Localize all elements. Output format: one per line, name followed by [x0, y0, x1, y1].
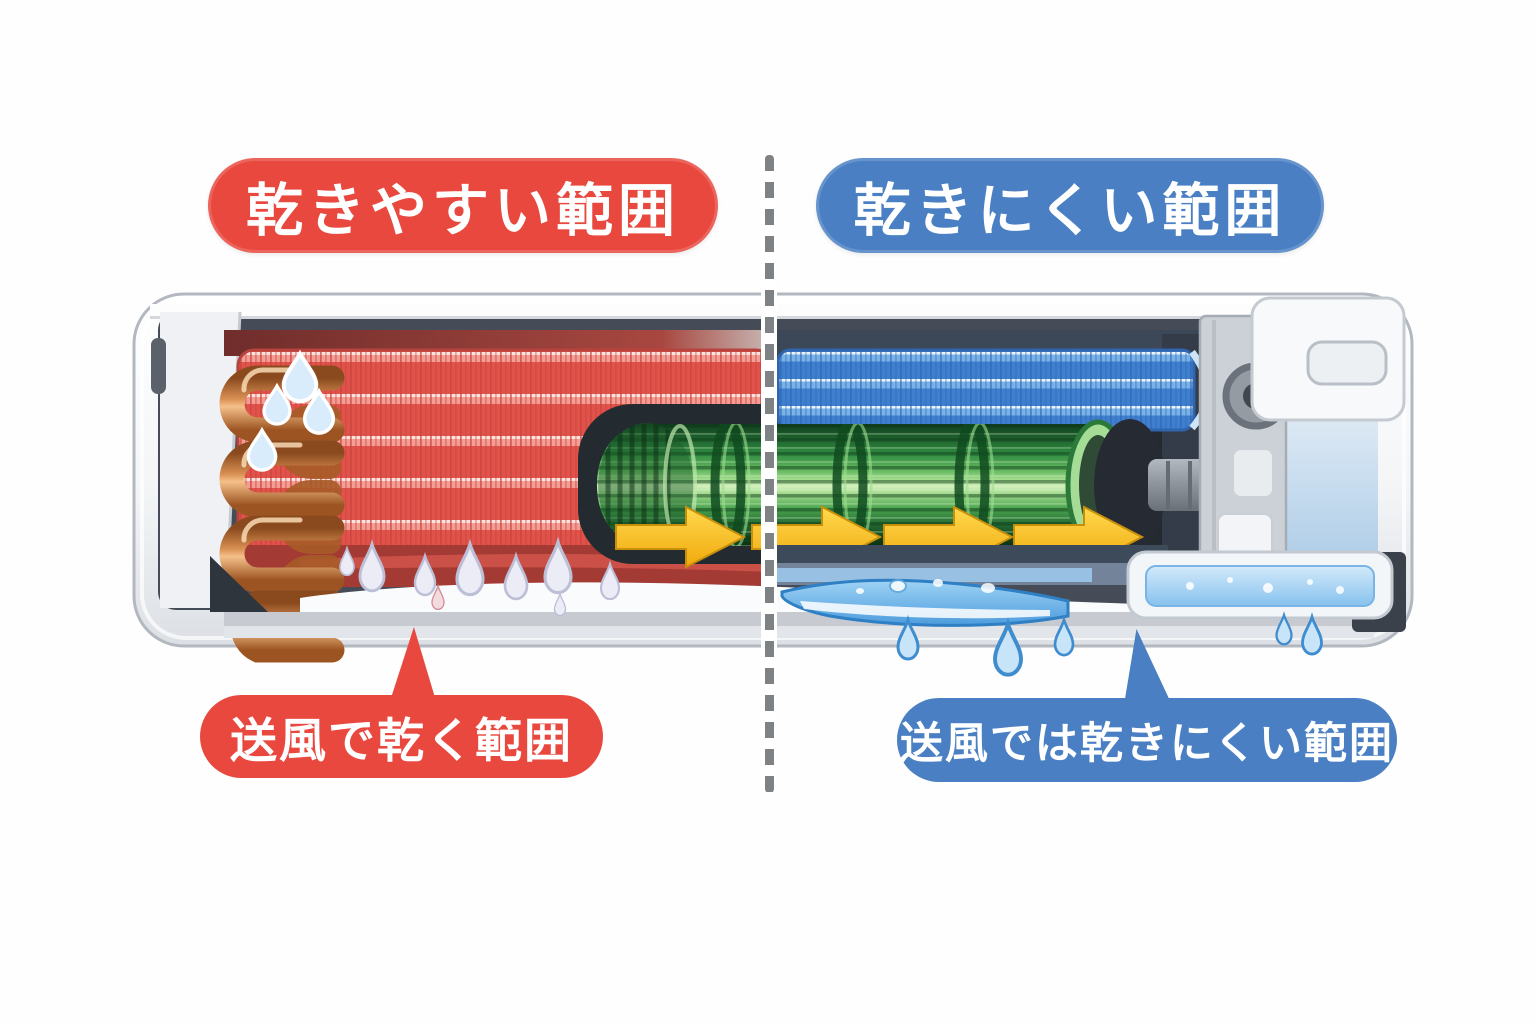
under-fan-right: [772, 545, 1168, 585]
easy-dry-callout: 送風で乾く範囲: [200, 695, 603, 778]
residual-water-streak: [780, 578, 1075, 677]
heat-exchanger-fins-blue: [776, 348, 1212, 432]
easy-dry-zone-pill: 乾きやすい範囲: [208, 158, 718, 253]
panel-button: [1306, 340, 1388, 386]
drain-pan: [1126, 550, 1406, 656]
hard-dry-callout-label: 送風では乾きにくい範囲: [899, 720, 1395, 768]
crossflow-fan: [597, 419, 1230, 551]
divider-dashes: [764, 155, 774, 793]
zone-divider: [761, 155, 777, 793]
easy-dry-zone-label: 乾きやすい範囲: [246, 178, 680, 243]
hard-dry-callout: 送風では乾きにくい範囲: [897, 698, 1397, 782]
hard-dry-zone-label: 乾きにくい範囲: [853, 178, 1287, 243]
hard-dry-zone-pill: 乾きにくい範囲: [816, 158, 1324, 253]
easy-dry-callout-label: 送風で乾く範囲: [230, 714, 573, 767]
